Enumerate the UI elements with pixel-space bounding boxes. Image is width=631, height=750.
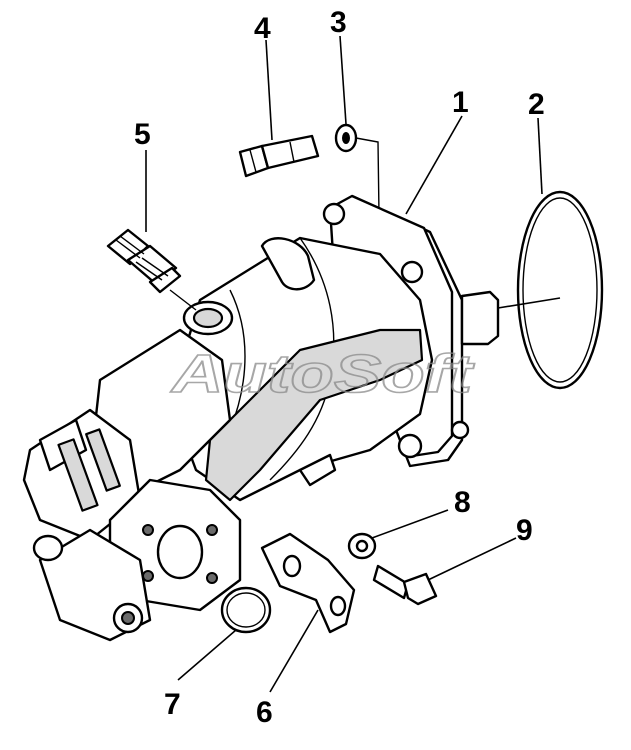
callout-9: 9 xyxy=(516,514,533,547)
leader-lines xyxy=(145,35,561,693)
o-ring-small xyxy=(220,586,272,634)
bolt-bottom xyxy=(372,564,438,606)
callout-1: 1 xyxy=(452,86,469,119)
callout-6: 6 xyxy=(256,696,273,729)
watermark-text: AutoSoft xyxy=(169,344,474,404)
pump-housing xyxy=(22,194,500,642)
callout-3: 3 xyxy=(330,6,347,39)
callout-2: 2 xyxy=(528,88,545,121)
fitting-connector xyxy=(106,228,197,311)
callout-4: 4 xyxy=(254,12,271,45)
bolt-top xyxy=(238,134,320,178)
callout-7: 7 xyxy=(164,688,181,721)
washer-top xyxy=(334,123,358,153)
callout-8: 8 xyxy=(454,486,471,519)
washer-bottom xyxy=(347,532,377,560)
o-ring-large xyxy=(516,190,604,390)
callout-labels: 1 2 3 4 5 6 7 8 9 xyxy=(134,6,545,729)
gasket-plate xyxy=(260,532,356,634)
callout-5: 5 xyxy=(134,118,151,151)
